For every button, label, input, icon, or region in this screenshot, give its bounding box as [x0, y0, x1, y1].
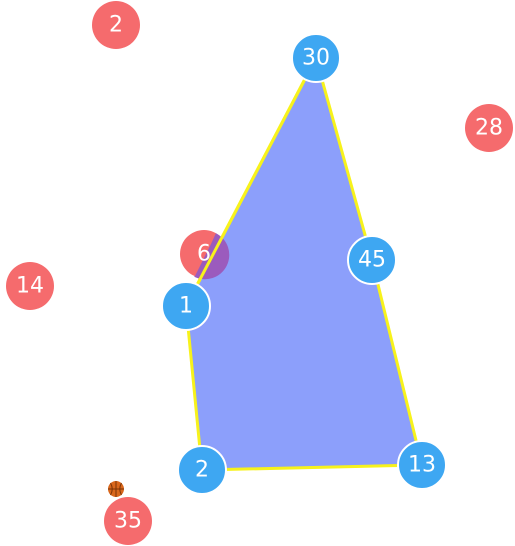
svg-text:30: 30: [302, 46, 330, 71]
svg-text:28: 28: [475, 116, 503, 141]
svg-text:2: 2: [195, 458, 209, 483]
polygon-node[interactable]: 30: [291, 33, 341, 83]
polygon-node[interactable]: 2: [177, 445, 227, 495]
svg-text:6: 6: [197, 242, 211, 267]
red-node[interactable]: 2: [92, 1, 140, 49]
red-node[interactable]: 28: [465, 104, 513, 152]
svg-text:2: 2: [109, 13, 123, 38]
polygon-node[interactable]: 45: [347, 235, 397, 285]
svg-text:1: 1: [179, 294, 193, 319]
svg-text:13: 13: [408, 453, 436, 478]
svg-text:35: 35: [114, 509, 142, 534]
red-node[interactable]: 14: [6, 262, 54, 310]
svg-text:14: 14: [16, 274, 44, 299]
basketball-icon[interactable]: [108, 481, 124, 497]
red-node[interactable]: 6: [180, 230, 230, 280]
polygon-edge: [184, 57, 318, 307]
polygon-node[interactable]: 13: [397, 440, 447, 490]
svg-text:45: 45: [358, 248, 386, 273]
red-node[interactable]: 35: [104, 497, 152, 545]
polygon-node[interactable]: 1: [161, 281, 211, 331]
